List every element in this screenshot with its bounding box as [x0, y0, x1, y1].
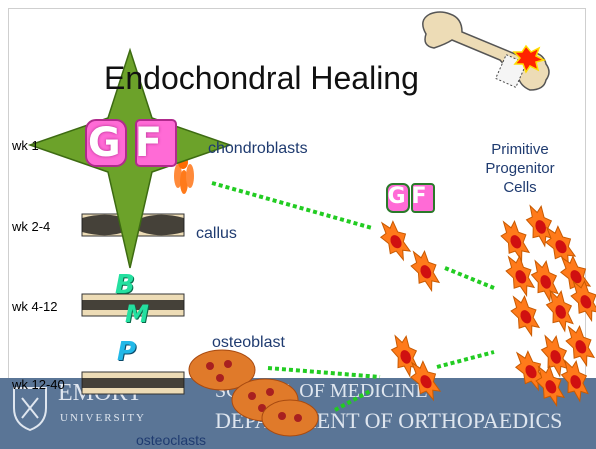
progenitor-cells	[375, 201, 596, 409]
stage-label-wk2-4: wk 2-4	[12, 219, 50, 234]
stage-label-wk1: wk 1	[12, 138, 39, 153]
primitive-progenitor-label: Primitive Progenitor Cells	[470, 140, 570, 197]
connector-mid-upper	[445, 268, 494, 288]
progenitor-cell	[506, 290, 545, 339]
stage-label-wk12-40: wk 12-40	[12, 377, 65, 392]
page-title: Endochondral Healing	[104, 60, 419, 97]
osteoclasts-label: osteoclasts	[136, 432, 206, 448]
callus-label: callus	[196, 225, 237, 243]
osteoblast-label: osteoblast	[212, 334, 285, 352]
progenitor-cell	[406, 245, 445, 294]
bmp-letter-m: M	[125, 300, 149, 328]
chondroblasts-label: chondroblasts	[208, 140, 308, 158]
gf-large-badge: GF	[80, 118, 184, 168]
connector-osteoblast	[268, 368, 380, 377]
bone-segment-wk12-40	[82, 372, 184, 394]
connector-lines	[212, 183, 494, 410]
osteoclast-cells	[189, 350, 318, 436]
bone-illustration	[423, 12, 549, 90]
progenitor-cell	[375, 215, 416, 264]
bmp-letter-p: P	[117, 337, 136, 367]
bmp-letter-b: B	[115, 270, 135, 300]
stage-label-wk4-12: wk 4-12	[12, 299, 58, 314]
connector-mid-lower	[437, 352, 494, 367]
connector-chondro-ppc	[212, 183, 372, 228]
gf-small-badge: GF	[385, 183, 435, 213]
gf-small-text: GF	[385, 184, 435, 209]
connector-osteoclast	[335, 390, 372, 410]
gf-large-text: GF	[80, 120, 184, 166]
